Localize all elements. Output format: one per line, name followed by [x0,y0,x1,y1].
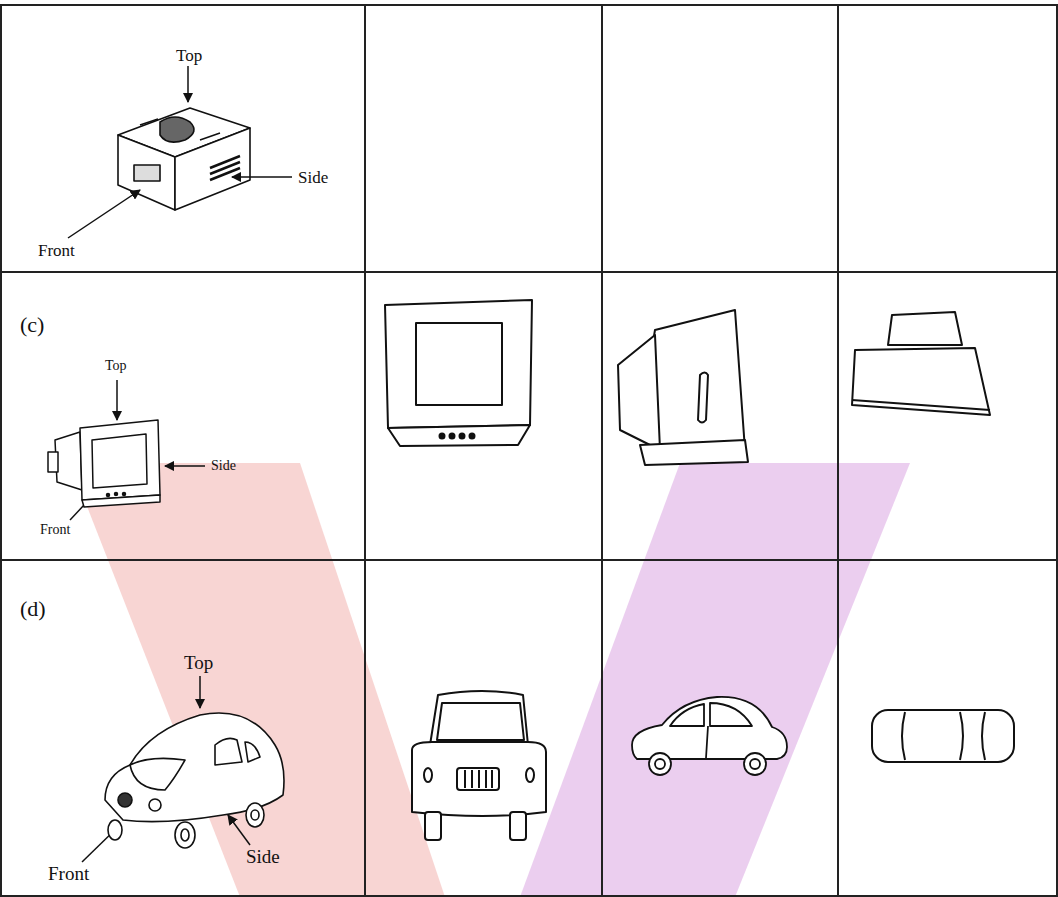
purple-band [520,463,910,897]
view-label: Side [246,847,280,866]
monitor-top-view [852,312,990,415]
car-side-view [632,697,787,775]
view-label: Front [38,242,75,259]
pink-band [70,463,445,897]
monitor-drawing [48,420,160,507]
table-grid [1,5,1057,896]
view-label: Top [184,653,213,672]
monitor-front-view [385,300,532,446]
leader-arrows [68,66,292,862]
panel-label: (d) [20,598,46,620]
panel-label: (c) [20,314,44,336]
view-label: Top [105,359,127,373]
car-drawing [105,713,284,848]
view-label: Front [48,864,89,883]
view-label: Side [298,169,328,186]
car-front-view [412,691,546,840]
view-label: Front [40,523,70,537]
box-drawing [118,108,250,210]
view-label: Side [211,459,236,473]
monitor-side-view [618,310,748,465]
view-label: Top [176,47,202,64]
car-top-view [872,710,1014,762]
